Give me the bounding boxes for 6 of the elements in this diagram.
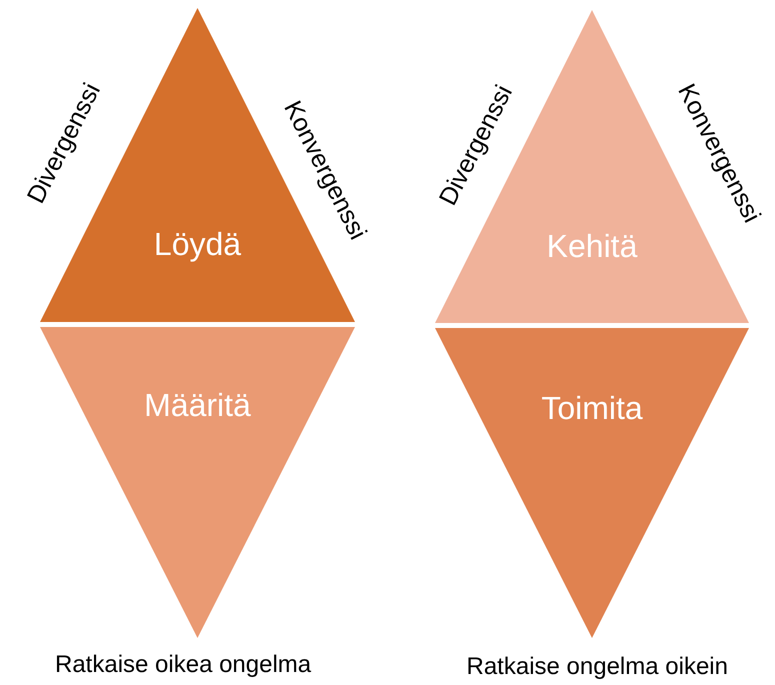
stage-label: Löydä [154,226,242,263]
caption: Ratkaise oikea ongelma [55,651,312,679]
caption: Ratkaise ongelma oikein [466,653,728,681]
stage-label: Määritä [144,387,251,424]
stage-label: Kehitä [546,228,638,265]
stage-label: Toimita [541,390,643,427]
